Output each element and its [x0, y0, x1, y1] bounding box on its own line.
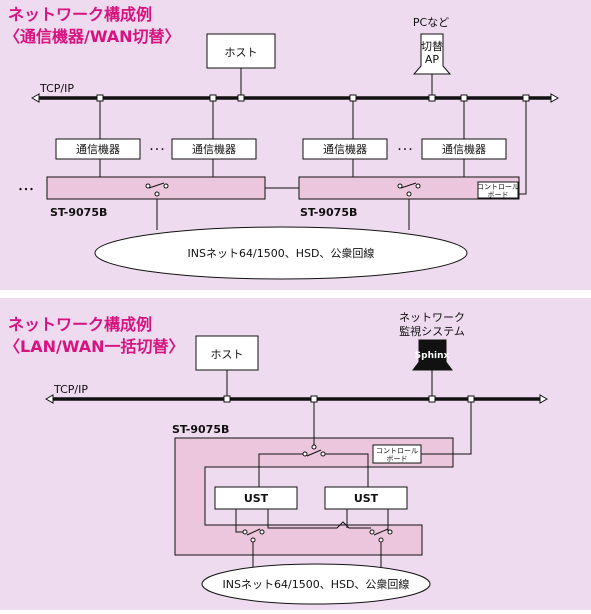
section1-comm-device-3-label: 通信機器 [323, 142, 367, 156]
section1-title-line1: ネットワーク構成例 [8, 5, 152, 24]
section2-title-line2: 〈LAN/WAN一括切替〉 [4, 337, 185, 356]
section2-bus-taps [223, 395, 475, 403]
section2-sphinx-monitor-icon [412, 339, 453, 371]
section2-switch-right [369, 528, 393, 543]
section2-ust-2 [324, 486, 408, 510]
section2-control-board-label-line2: ボード [387, 455, 408, 463]
section1-st9075b-unit-1 [46, 176, 266, 200]
section1-bus-taps [96, 94, 530, 102]
section1-device-ellipsis-left: ･･･ [149, 143, 166, 156]
section2-ust-1 [214, 486, 298, 510]
section2-monitor-label-line1: ネットワーク [399, 311, 465, 324]
section2-bus-left-terminator [44, 394, 54, 404]
section1-host-label: ホスト [225, 46, 258, 59]
section1-switch-2 [397, 182, 421, 197]
section2-title-line1: ネットワーク構成例 [8, 315, 152, 334]
section1-wan-cloud [94, 226, 468, 280]
section1-wan-label: INSネット64/1500、HSD、公衆回線 [188, 246, 375, 260]
section2-ust-1-label: UST [244, 492, 269, 505]
section2-connection-lines [235, 399, 472, 576]
section2-tcpip-label: TCP/IP [53, 383, 88, 396]
section2-bus-right-terminator [539, 394, 549, 404]
section2-switch-top [302, 444, 326, 457]
section1-bus-right-terminator [550, 93, 560, 103]
section1-comm-device-3 [302, 138, 388, 160]
section1-pc-label: PCなど [413, 16, 449, 29]
section2-control-board-label-line1: コントロール [376, 447, 418, 455]
section1-bus-left-terminator [30, 93, 40, 103]
section1-host-box [206, 33, 276, 69]
section1-device-name-2: ST-9075B [300, 206, 357, 219]
section1-tcpip-label: TCP/IP [39, 82, 74, 95]
section2-ust-2-label: UST [354, 492, 379, 505]
section1-comm-device-2-label: 通信機器 [192, 142, 236, 156]
section1-comm-device-1-label: 通信機器 [76, 142, 120, 156]
section1-ap-label-line1: 切替 [421, 39, 443, 53]
section1-comm-device-4-label: 通信機器 [442, 142, 486, 156]
section2-host-label: ホスト [211, 348, 244, 361]
section2-monitor-label-line2: 監視システム [399, 324, 465, 338]
section2-st9075b-chassis [174, 437, 454, 556]
section1-device-ellipsis-right: ･･･ [397, 143, 414, 156]
section2-device-name: ST-9075B [172, 423, 229, 436]
section1-switch-1 [145, 182, 169, 197]
section1-st9075b-unit-2 [298, 176, 520, 200]
section1-ap-monitor-icon [412, 33, 452, 75]
section1-comm-device-2 [171, 138, 257, 160]
section1-title-line2: 〈通信機器/WAN切替〉 [4, 27, 181, 46]
section1-device-name-1: ST-9075B [50, 206, 107, 219]
section1-comm-device-1 [55, 138, 141, 160]
section1-left-ellipsis: ･･･ [18, 183, 35, 196]
section1-comm-device-4 [421, 138, 507, 160]
section2-wan-cloud [201, 563, 431, 605]
section1-ap-label-line2: AP [425, 53, 440, 66]
section2-switch-left [242, 528, 265, 543]
section2-wan-label: INSネット64/1500、HSD、公衆回線 [223, 577, 410, 591]
section1-control-board [477, 181, 519, 199]
section2-sphinx-label: Sphinx [415, 351, 450, 361]
section1-control-board-label-line1: コントロール [477, 183, 519, 191]
section1-control-board-label-line2: ボード [488, 191, 509, 199]
section2-host-box [195, 335, 259, 371]
